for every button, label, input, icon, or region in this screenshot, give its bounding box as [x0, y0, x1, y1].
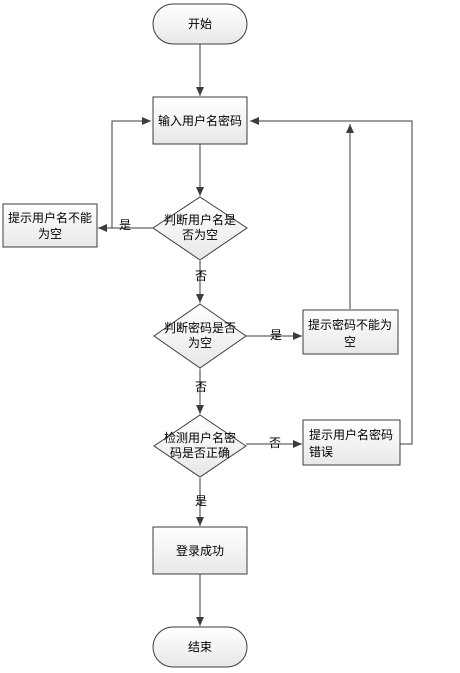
prompt-username-empty-process [2, 203, 98, 248]
prompt-password-empty-label-line2: 空 [344, 335, 356, 349]
edge-label-credentials-yes: 是 [195, 494, 207, 508]
edge-label-credentials-no: 否 [269, 436, 281, 450]
connectors [98, 44, 413, 626]
verify-credentials-label-line2: 码是否正确 [170, 446, 230, 460]
prompt-credentials-error-process [302, 419, 401, 466]
edge-label-username-yes: 是 [119, 218, 131, 232]
verify-credentials-decision [153, 414, 247, 478]
edge-labels: 是 否 是 否 否 是 [119, 218, 282, 508]
node-labels: 开始 输入用户名密码 判断用户名是 否为空 提示用户名不能 为空 判断密码是否 … [8, 17, 393, 654]
end-label: 结束 [188, 640, 212, 654]
end-terminal [152, 626, 248, 668]
edge-username-prompt-back-to-input [98, 117, 151, 229]
check-username-label-line2: 否为空 [182, 228, 218, 242]
verify-credentials-label-line1: 检测用户名密 [164, 430, 236, 445]
prompt-password-empty-process [302, 309, 399, 355]
start-terminal [152, 3, 248, 45]
prompt-password-empty-label-line1: 提示密码不能为 [308, 317, 392, 332]
check-password-decision [153, 303, 247, 369]
edge-label-password-no: 否 [195, 380, 207, 394]
check-username-decision [152, 196, 248, 261]
input-label: 输入用户名密码 [158, 113, 242, 128]
prompt-credentials-error-label-line2: 错误 [309, 445, 333, 459]
check-username-label-line1: 判断用户名是 [164, 212, 236, 227]
prompt-credentials-error-label-line1: 提示用户名密码 [309, 427, 393, 442]
login-success-process [152, 526, 248, 575]
edge-label-username-no: 否 [195, 269, 207, 283]
prompt-username-empty-label-line1: 提示用户名不能 [8, 210, 92, 225]
edge-label-password-yes: 是 [270, 328, 282, 342]
prompt-username-empty-label-line2: 为空 [38, 227, 62, 241]
edge-credentials-prompt-back-to-input [250, 117, 413, 445]
nodes [2, 3, 401, 668]
start-label: 开始 [188, 17, 212, 31]
input-process [152, 96, 248, 145]
login-success-label: 登录成功 [176, 543, 224, 558]
check-password-label-line2: 为空 [188, 336, 212, 350]
check-password-label-line1: 判断密码是否 [164, 320, 236, 335]
